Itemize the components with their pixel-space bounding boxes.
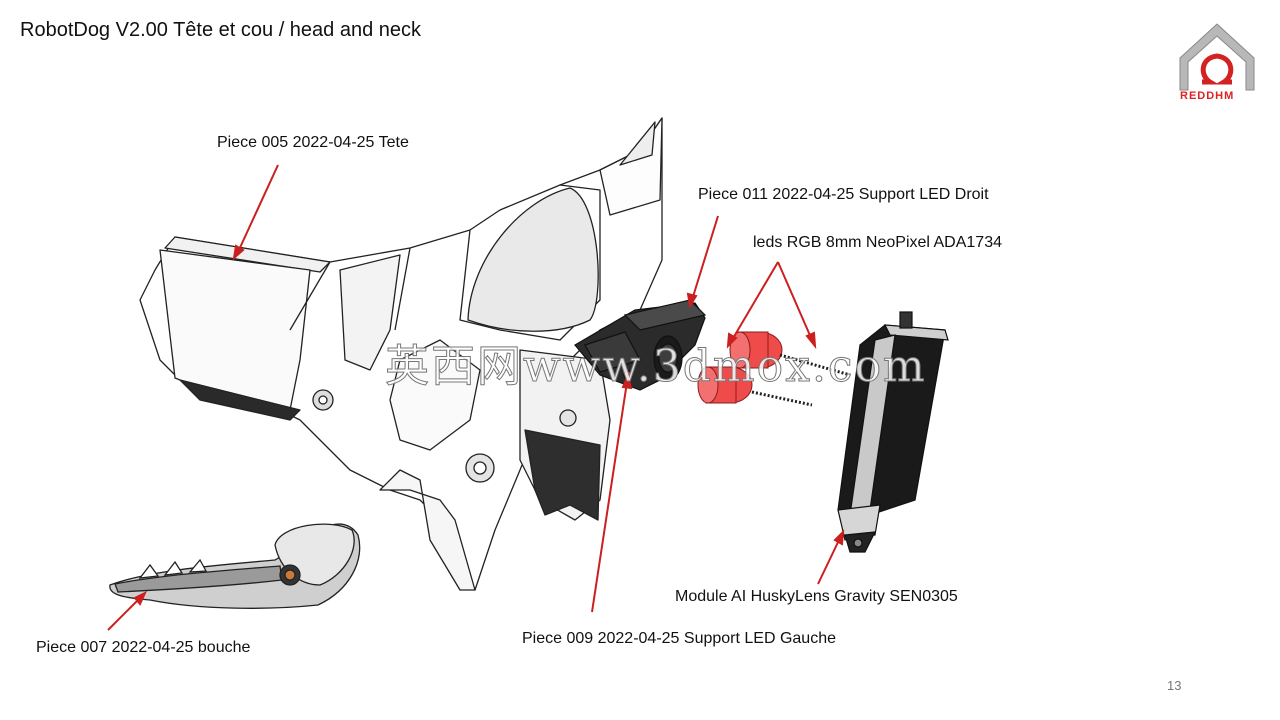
watermark-text: 英西网www.3dmox.com: [385, 341, 927, 393]
reddhm-logo-icon: [1179, 23, 1255, 91]
callout-arrows: [107, 164, 845, 631]
rgb-led-parts: [697, 331, 851, 407]
logo-text: REDDHM: [1180, 90, 1235, 102]
mouth-piece-007: [109, 523, 361, 609]
led-support-pieces: [574, 299, 707, 391]
huskylens-module: [837, 311, 949, 553]
callout-leds: leds RGB 8mm NeoPixel ADA1734: [753, 234, 1002, 251]
head-piece-005: [139, 117, 663, 591]
callout-module: Module AI HuskyLens Gravity SEN0305: [675, 588, 958, 605]
callout-piece-011: Piece 011 2022-04-25 Support LED Droit: [698, 186, 989, 203]
callout-piece-009: Piece 009 2022-04-25 Support LED Gauche: [522, 630, 836, 647]
callout-piece-005: Piece 005 2022-04-25 Tete: [217, 134, 409, 151]
slide-title: RobotDog V2.00 Tête et cou / head and ne…: [20, 19, 422, 41]
callout-piece-007: Piece 007 2022-04-25 bouche: [36, 639, 251, 656]
page-number: 13: [1167, 678, 1182, 693]
